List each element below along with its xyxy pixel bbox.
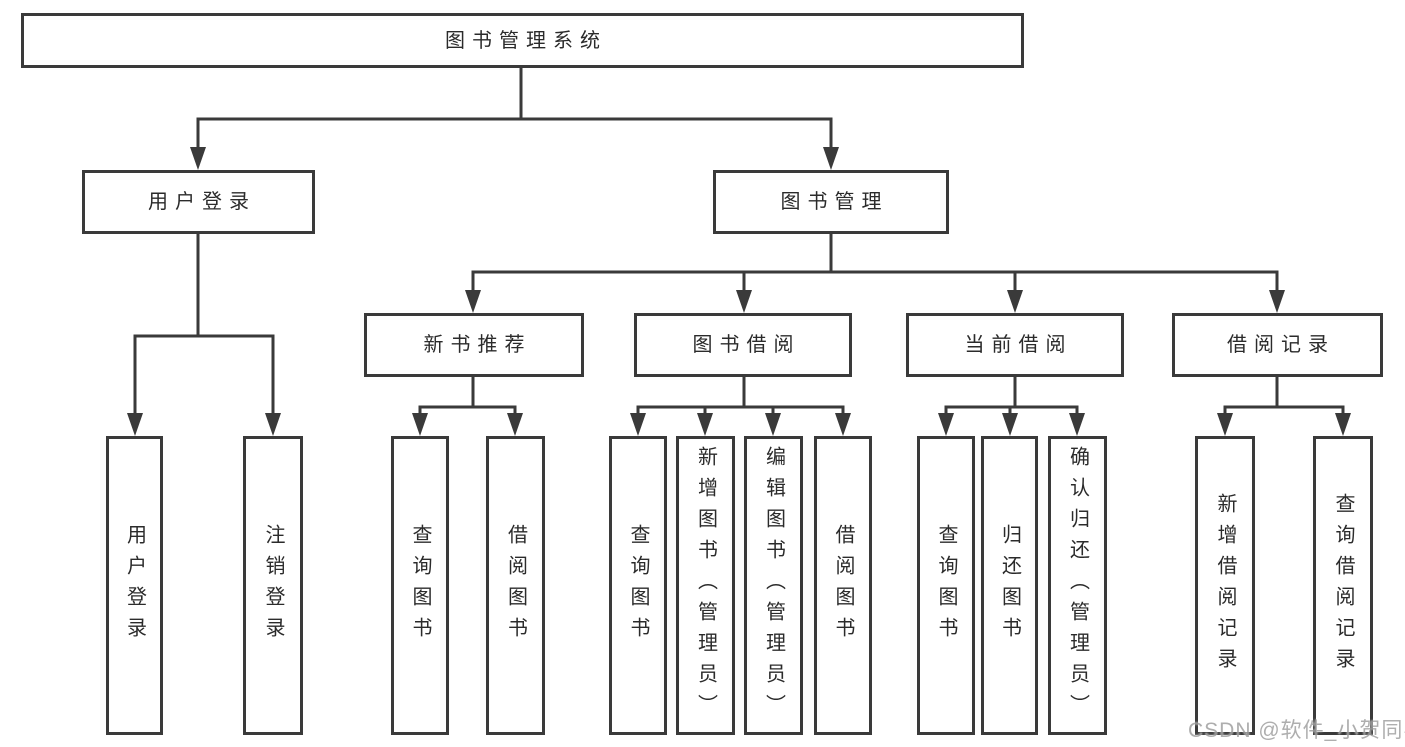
leaf-label: 确认归还（管理员） <box>1066 446 1089 725</box>
node-book-borrow: 图书借阅 <box>634 313 852 377</box>
leaf-label: 新增借阅记录 <box>1214 492 1236 679</box>
leaf-user-login: 用户登录 <box>106 436 163 735</box>
node-borrow-records: 借阅记录 <box>1172 313 1383 377</box>
leaf-label: 查询图书 <box>935 523 957 648</box>
leaf-label: 查询图书 <box>627 523 649 648</box>
node-label: 图书借阅 <box>692 334 801 356</box>
leaf-label: 用户登录 <box>123 523 146 648</box>
leaf-borrow-books-recommend: 借阅图书 <box>486 436 545 735</box>
csdn-watermark: CSDN @软件_小贺同学 <box>1188 719 1405 742</box>
leaf-add-books-admin: 新增图书（管理员） <box>676 436 735 735</box>
node-label: 图书管理 <box>780 191 889 213</box>
node-new-book-recommend: 新书推荐 <box>364 313 584 377</box>
leaf-query-borrow-record: 查询借阅记录 <box>1313 436 1373 735</box>
leaf-logout: 注销登录 <box>243 436 303 735</box>
node-label: 图书管理系统 <box>445 29 607 52</box>
leaf-label: 借阅图书 <box>504 523 527 648</box>
node-library-system: 图书管理系统 <box>21 13 1024 68</box>
leaf-query-books-recommend: 查询图书 <box>391 436 449 735</box>
node-label: 当前借阅 <box>964 334 1073 356</box>
node-book-management: 图书管理 <box>713 170 949 234</box>
leaf-edit-books-admin: 编辑图书（管理员） <box>744 436 803 735</box>
leaf-return-books: 归还图书 <box>981 436 1038 735</box>
leaf-label: 查询图书 <box>409 523 431 648</box>
leaf-confirm-return-admin: 确认归还（管理员） <box>1048 436 1107 735</box>
node-user-login: 用户登录 <box>82 170 315 234</box>
node-label: 借阅记录 <box>1227 334 1335 356</box>
leaf-query-books-borrow: 查询图书 <box>609 436 667 735</box>
node-label: 用户登录 <box>148 191 256 213</box>
node-current-borrow: 当前借阅 <box>906 313 1124 377</box>
leaf-label: 借阅图书 <box>832 523 854 648</box>
leaf-label: 新增图书（管理员） <box>694 446 717 725</box>
leaf-label: 归还图书 <box>998 523 1021 648</box>
leaf-borrow-books: 借阅图书 <box>814 436 872 735</box>
leaf-label: 查询借阅记录 <box>1332 492 1354 679</box>
node-label: 新书推荐 <box>423 334 532 356</box>
leaf-label: 编辑图书（管理员） <box>762 446 785 725</box>
leaf-label: 注销登录 <box>262 523 284 648</box>
leaf-query-books-current: 查询图书 <box>917 436 975 735</box>
leaf-add-borrow-record: 新增借阅记录 <box>1195 436 1255 735</box>
